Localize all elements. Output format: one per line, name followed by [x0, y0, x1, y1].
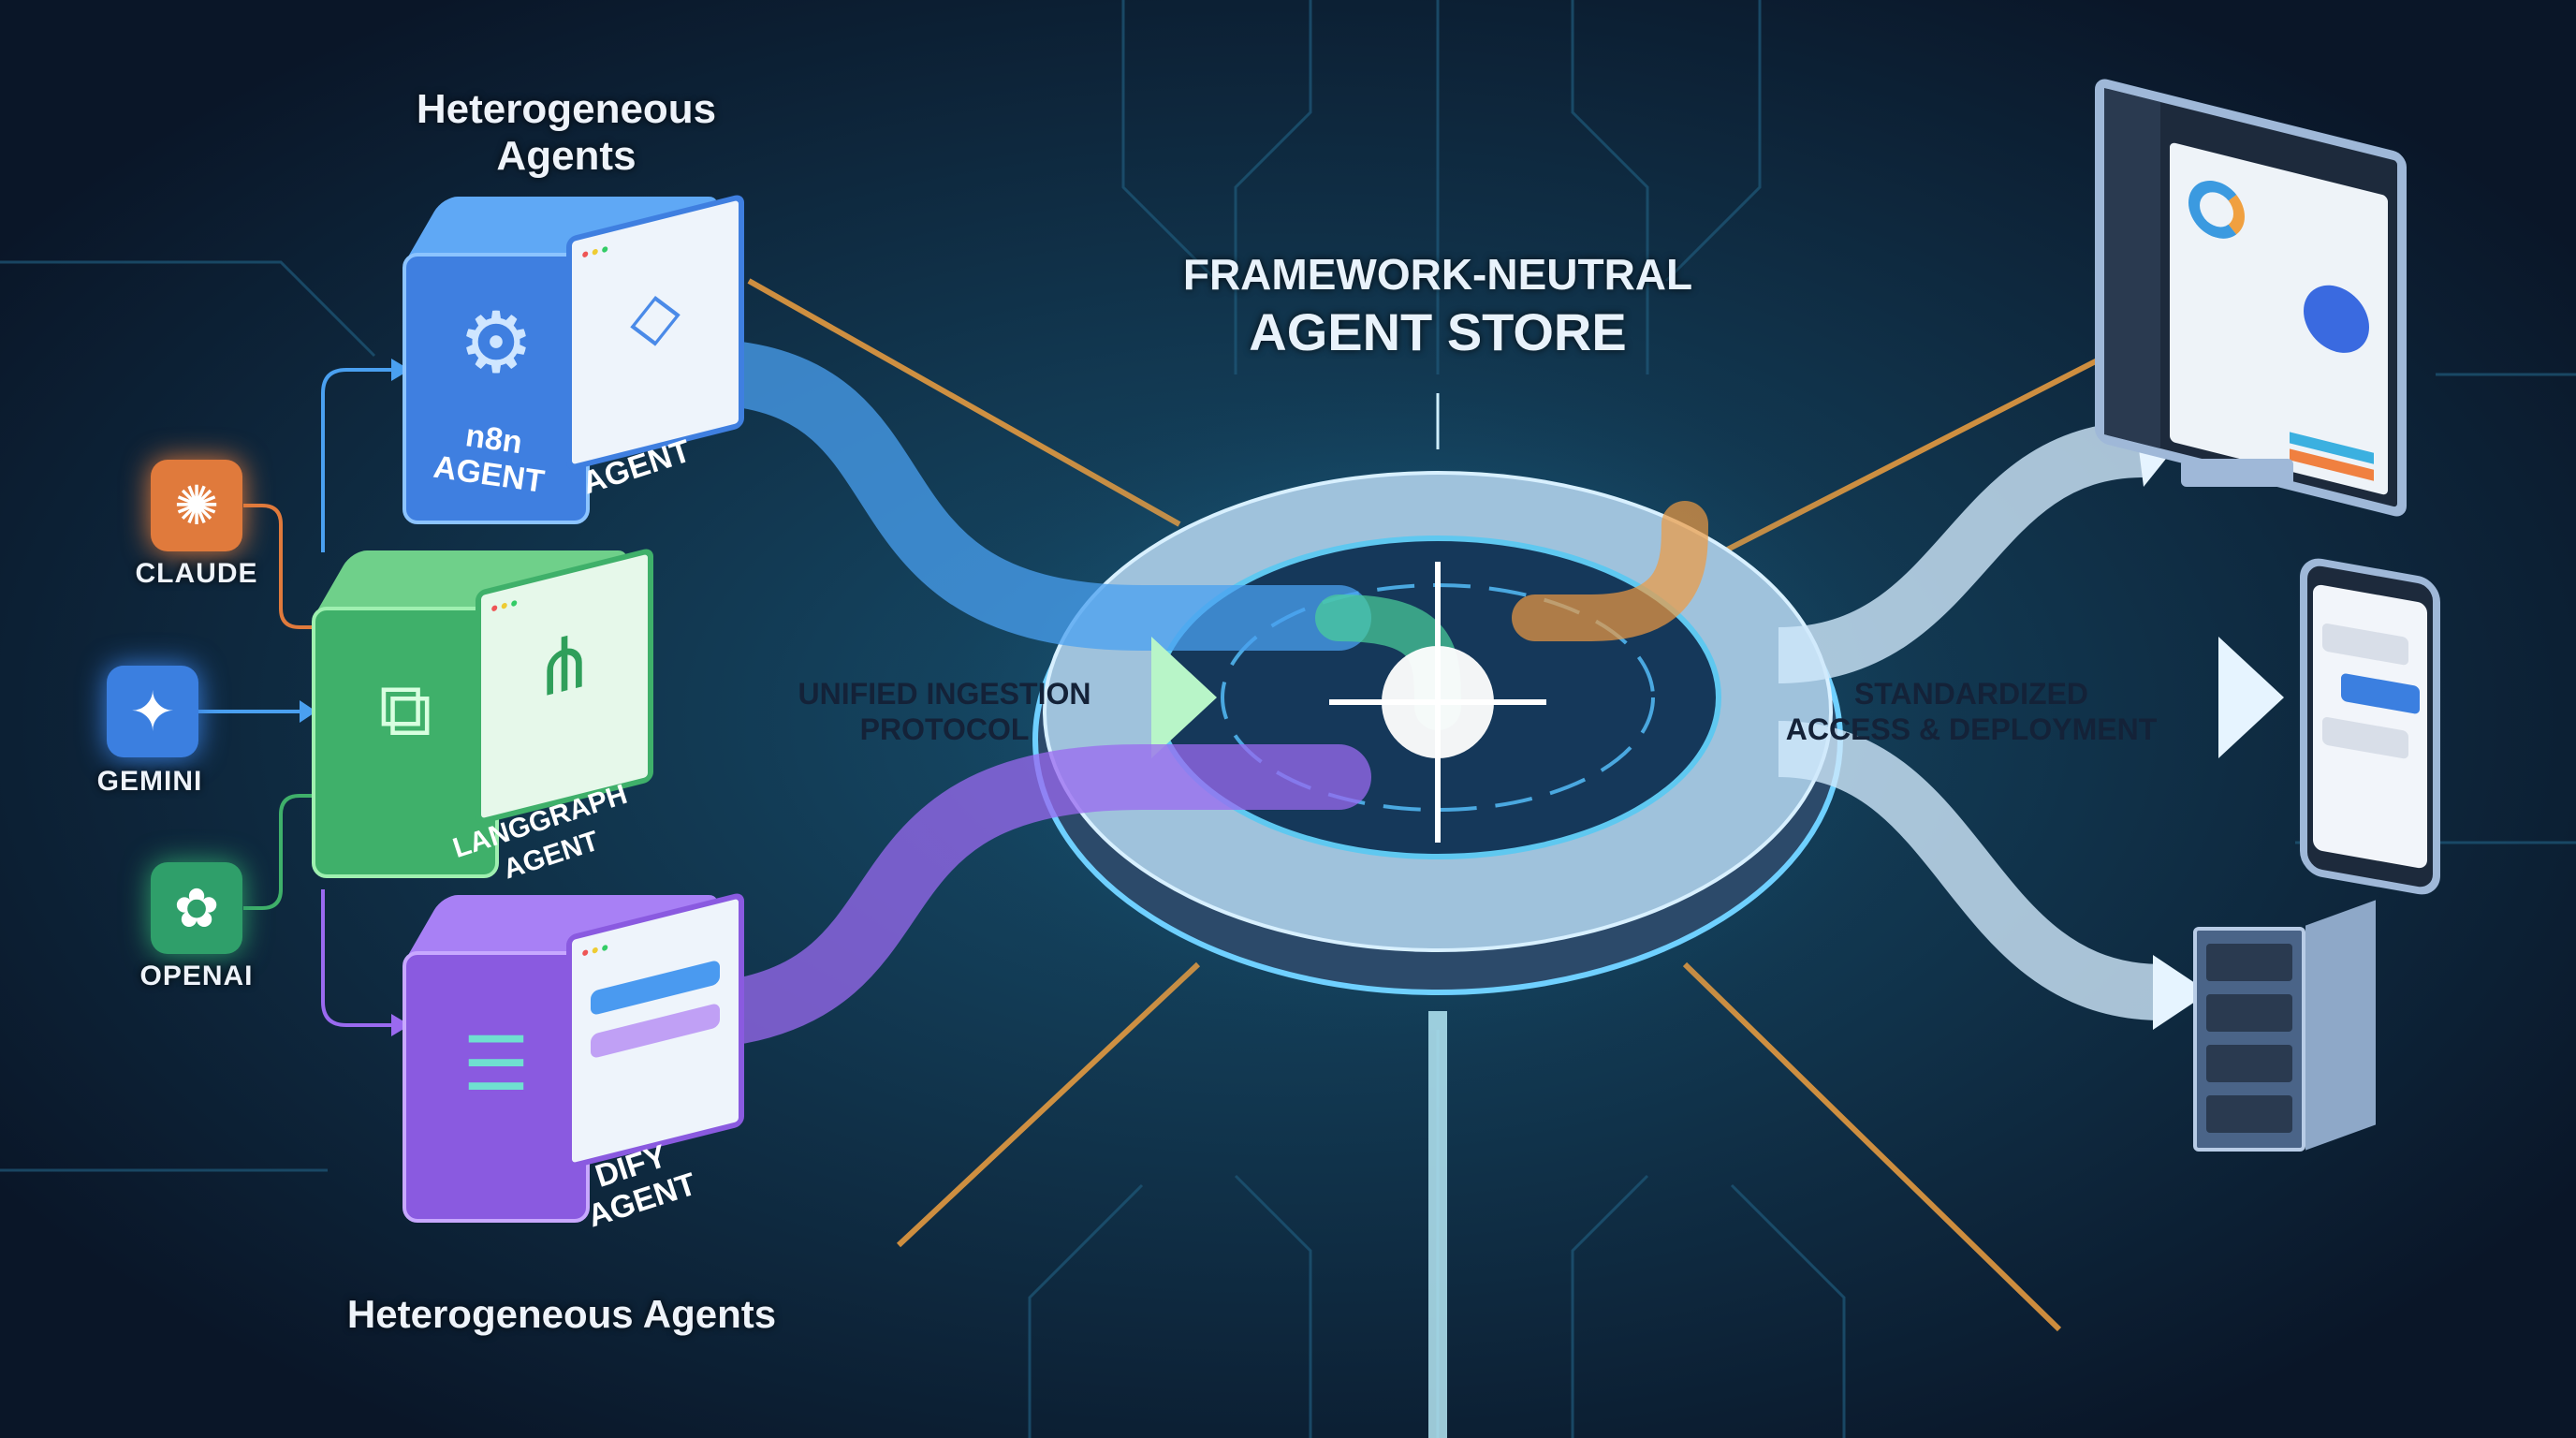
graph-icon: ⧉ — [378, 668, 432, 751]
server — [2193, 927, 2305, 1152]
tree-icon: ⋔ — [533, 615, 596, 715]
claude-burst-icon: ✺ — [151, 460, 242, 551]
layers-icon: ☰ — [462, 1022, 530, 1106]
model-label-claude: CLAUDE — [135, 558, 258, 589]
ingestion-line: UNIFIED INGESTION — [798, 677, 1091, 711]
model-label-openai: OPENAI — [139, 961, 254, 991]
deployment-line: STANDARDIZED — [1853, 677, 2089, 711]
model-label-gemini: GEMINI — [96, 766, 203, 797]
monitor-stand — [2181, 459, 2293, 487]
ingestion-line: PROTOCOL — [859, 712, 1030, 746]
top-heading: Heterogeneous Agents — [417, 86, 716, 180]
ingestion-label: UNIFIED INGESTION PROTOCOL — [798, 676, 1091, 747]
deployment-line: ACCESS & DEPLOYMENT — [1785, 712, 2158, 746]
title-line-2: AGENT STORE — [1249, 302, 1627, 361]
agent-card-langgraph[interactable]: ⧉ ●●●⋔ LANGGRAPH AGENT — [308, 547, 658, 897]
vertical-beam — [1428, 1011, 1447, 1438]
ingestion-flows — [613, 342, 1708, 1044]
bottom-heading: Heterogeneous Agents — [346, 1292, 777, 1336]
agent-card-dify[interactable]: ☰ ●●● DIFY AGENT — [399, 891, 749, 1241]
title-line-1: FRAMEWORK-NEUTRAL — [1182, 250, 1693, 299]
page-title: FRAMEWORK-NEUTRAL AGENT STORE — [1183, 245, 1692, 361]
agent-card-n8n[interactable]: ⚙ ●●●◇ n8n AGENT AGENT — [399, 193, 749, 543]
workflow-icon: ◇ — [630, 272, 681, 359]
gemini-sparkle-icon: ✦ — [107, 666, 198, 757]
openai-knot-icon: ✿ — [151, 862, 242, 954]
mobile-phone — [2300, 554, 2440, 899]
heading-line: Heterogeneous — [416, 86, 717, 132]
pie-chart-icon — [2304, 278, 2369, 360]
deployment-flows — [1498, 412, 2284, 1030]
deployment-label: STANDARDIZED ACCESS & DEPLOYMENT — [1786, 676, 2157, 747]
donut-chart-icon — [2188, 174, 2245, 245]
model-connectors — [197, 359, 410, 1036]
desktop-monitor — [2095, 76, 2407, 520]
gears-icon: ⚙ — [458, 297, 534, 390]
server-side — [2305, 900, 2376, 1151]
heading-line: Agents — [496, 133, 637, 179]
